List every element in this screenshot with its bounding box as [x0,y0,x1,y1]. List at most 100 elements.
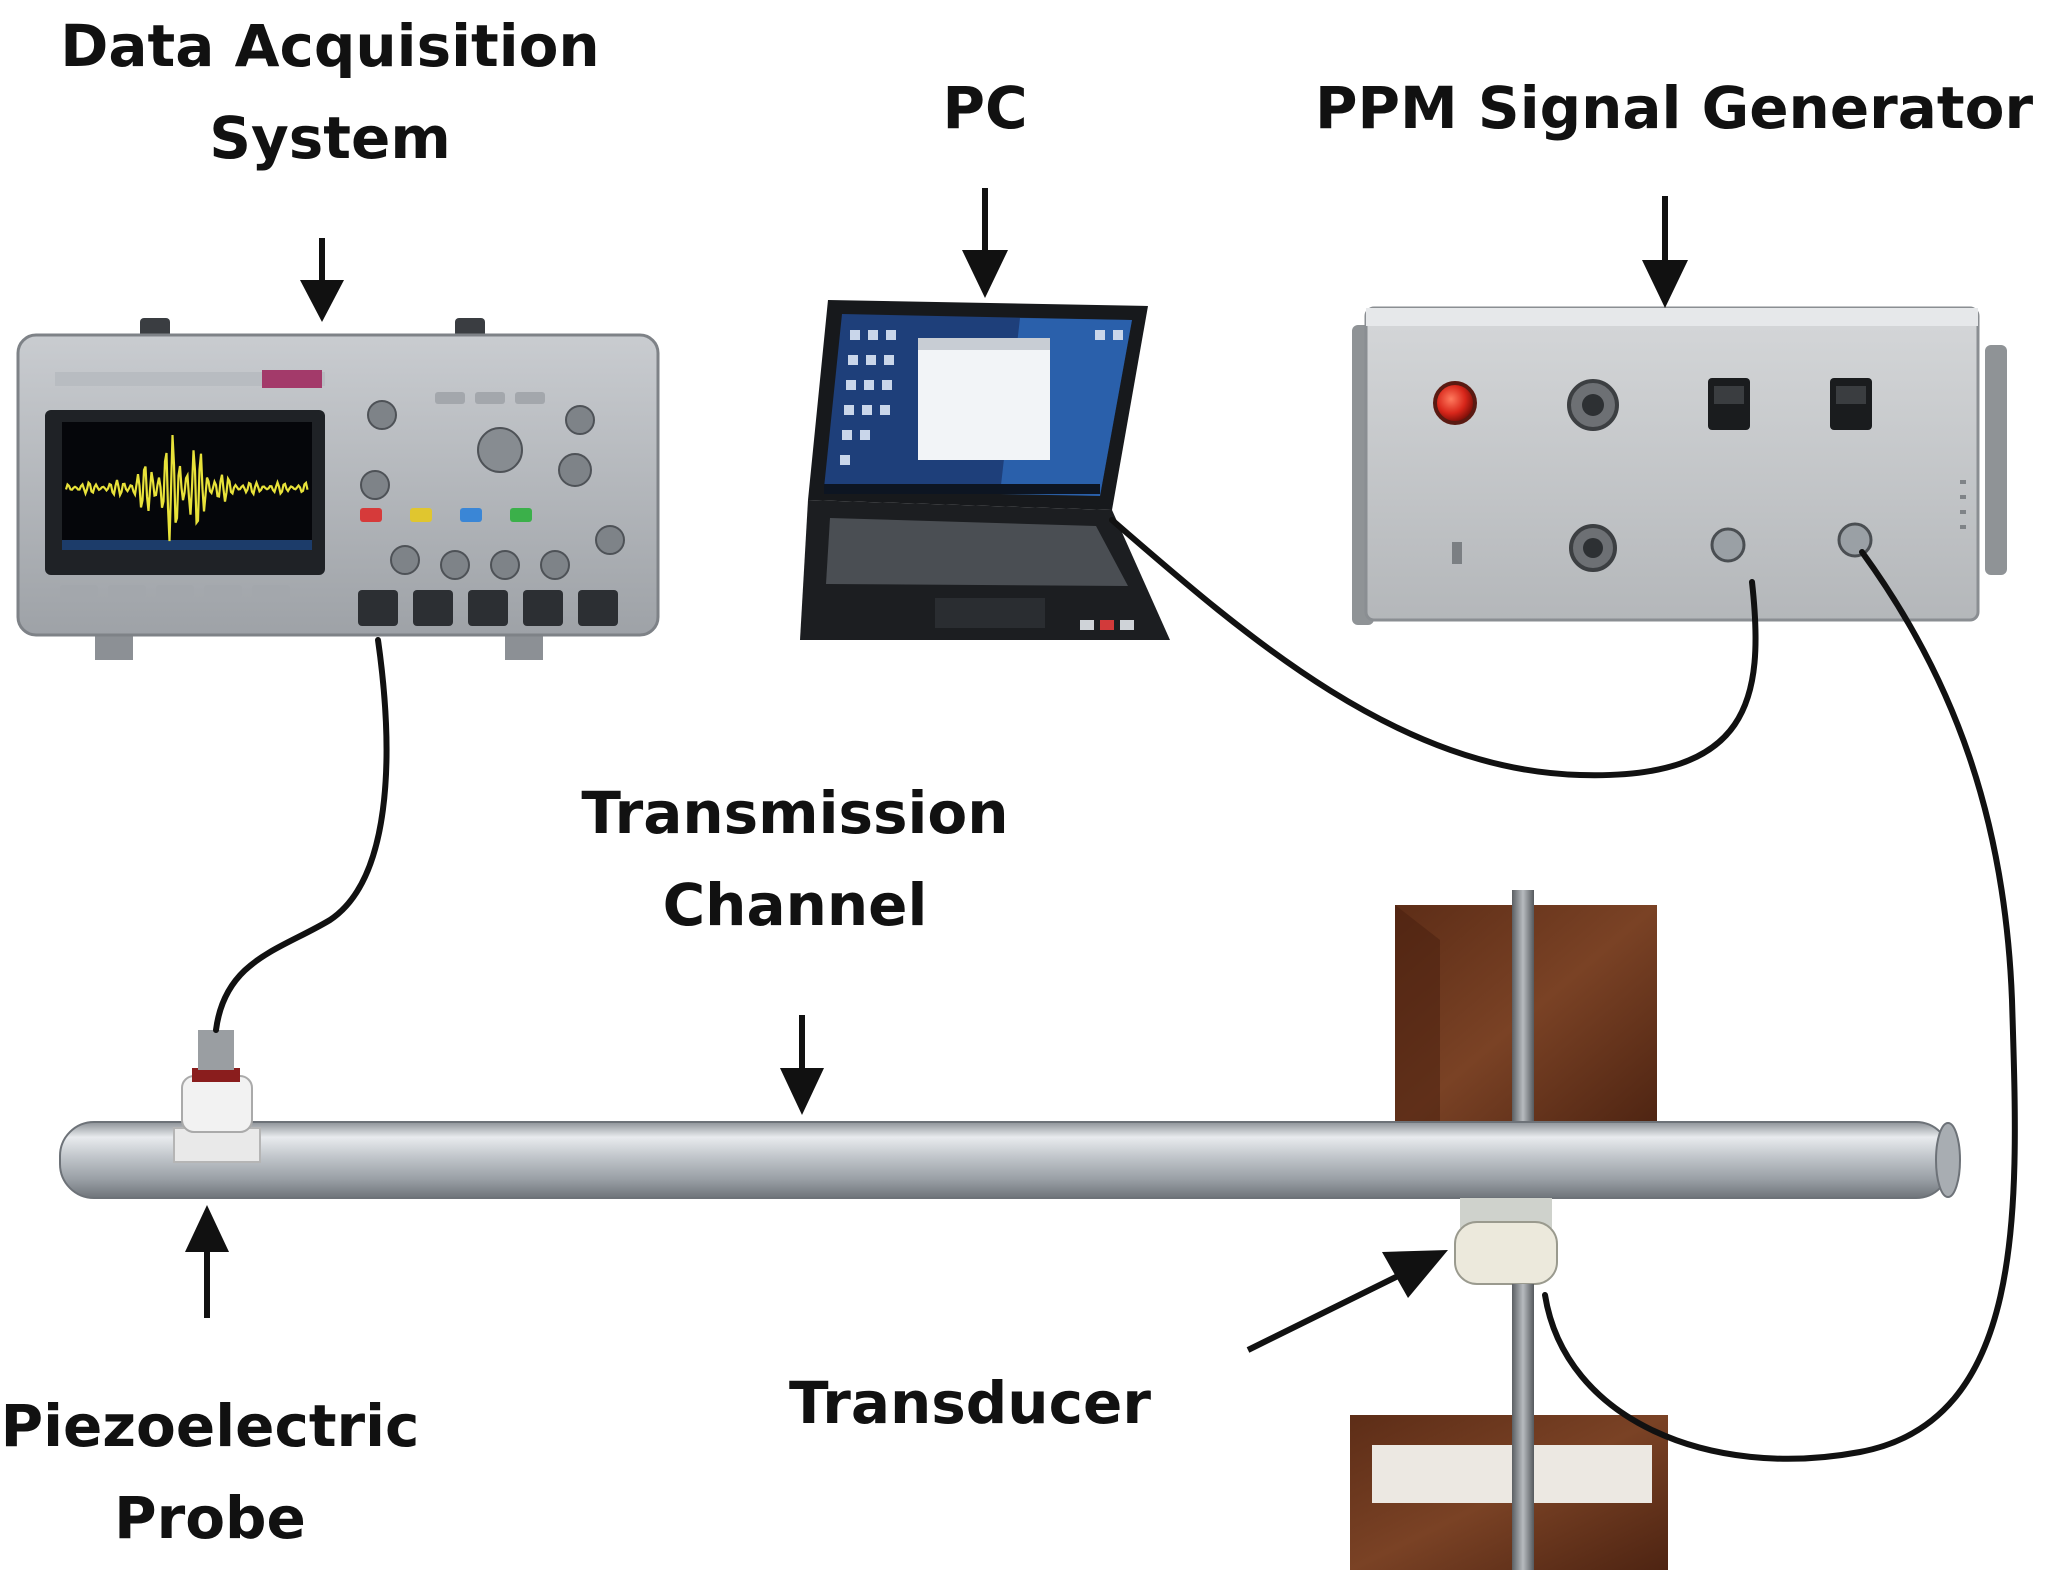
scope-bnc-connector [468,590,508,626]
waveform-trace [64,434,309,542]
rocker-switch-paddle [1714,386,1744,404]
ppm-signal-generator [1352,306,2007,625]
desktop-icon [860,430,870,440]
scope-knob [367,400,397,430]
vent-slot [1960,510,1966,514]
label-ppm-signal-generator: PPM Signal Generator [1315,62,2034,154]
desktop-icon [868,330,878,340]
scope-knob [360,470,390,500]
laptop-window-titlebar [918,338,1050,350]
label-pc: PC [895,62,1075,154]
scope-control-panel [360,392,625,580]
cables [213,517,2018,1462]
label-transmission-channel: Transmission Channel [555,767,1035,951]
scope-button-blue [460,508,482,522]
label-data-acquisition-system: Data Acquisition System [50,0,610,184]
generator-toggle [1452,542,1462,564]
arrows [185,188,1688,1353]
scope-top-knob [140,318,170,338]
generator-vents [1960,480,1966,529]
scope-bnc-connector [413,590,453,626]
label-channel-line1: Transmission [581,779,1009,847]
probe-housing [181,1075,253,1133]
label-probe-line2: Probe [114,1484,306,1552]
arrow-channel [780,1015,824,1115]
arrow-daq [300,238,344,322]
label-ppm-text: PPM Signal Generator [1315,74,2034,142]
pc-to-generator-cable [1109,517,1759,779]
scope-softkey [108,585,146,597]
desktop-icon [864,380,874,390]
generator-connector-core [1582,394,1604,416]
probe-cable [213,637,390,1033]
oscilloscope [16,318,660,660]
scope-softkeys [60,585,290,597]
desktop-icon [1095,330,1105,340]
desktop-icon [1113,330,1123,340]
scope-button [475,392,505,404]
arrow-probe [185,1205,229,1318]
label-daq-line2: System [209,104,451,172]
label-transducer-text: Transducer [789,1369,1151,1437]
probe-base [173,1127,261,1163]
scope-knob [477,427,523,473]
scope-button [515,392,545,404]
scope-knob [565,405,595,435]
desktop-icon [862,405,872,415]
scope-softkey [252,585,290,597]
scope-screen-status [62,540,312,550]
desktop-icon [882,380,892,390]
generator-bnc-output [1710,527,1746,563]
vent-slot [1960,495,1966,499]
label-transducer: Transducer [770,1357,1170,1449]
scope-knob [540,550,570,580]
generator-to-transducer-cable [1542,549,2018,1462]
support-fixture [1350,890,1668,1570]
scope-brand-strip [55,372,325,386]
transmission-pipe [59,1121,1961,1199]
label-probe-line1: Piezoelectric [0,1392,420,1460]
scope-button-yellow [410,508,432,522]
scope-button-red [360,508,382,522]
generator-bnc-output [1837,522,1873,558]
scope-knob [390,545,420,575]
scope-knob [490,550,520,580]
desktop-icon [884,355,894,365]
label-pc-text: PC [942,74,1028,142]
desktop-icon [848,355,858,365]
probe-connector-ring [192,1068,240,1082]
steel-pipe [59,1121,1951,1199]
scope-bnc-connector [523,590,563,626]
desktop-icons [840,330,1123,465]
label-piezoelectric-probe: Piezoelectric Probe [0,1380,420,1564]
scope-top-knob [455,318,485,338]
threaded-rod-lower [1512,1284,1534,1419]
laptop-touchpad [935,598,1045,628]
arrow-ppm [1642,196,1688,308]
laptop-sticker [1120,620,1134,630]
rocker-switch-paddle [1836,386,1866,404]
scope-knob [595,525,625,555]
scope-knob [440,550,470,580]
scope-softkey [156,585,194,597]
arrow-transducer [1246,1250,1448,1353]
transducer [1454,1198,1558,1419]
desktop-icon [880,405,890,415]
label-daq-line1: Data Acquisition [60,12,600,80]
scope-bnc-connector [578,590,618,626]
generator-chassis [1364,306,1980,622]
scope-knob [558,453,592,487]
scope-bnc-connector [358,590,398,626]
desktop-icon [850,330,860,340]
scope-brand-logo [262,370,322,388]
pipe-end [1935,1122,1961,1198]
vent-slot [1960,480,1966,484]
laptop-window [918,338,1050,460]
transducer-body [1454,1221,1558,1285]
scope-softkey [204,585,242,597]
generator-connector-core [1583,538,1603,558]
desktop-icon [844,405,854,415]
laptop-taskbar [824,484,1100,494]
